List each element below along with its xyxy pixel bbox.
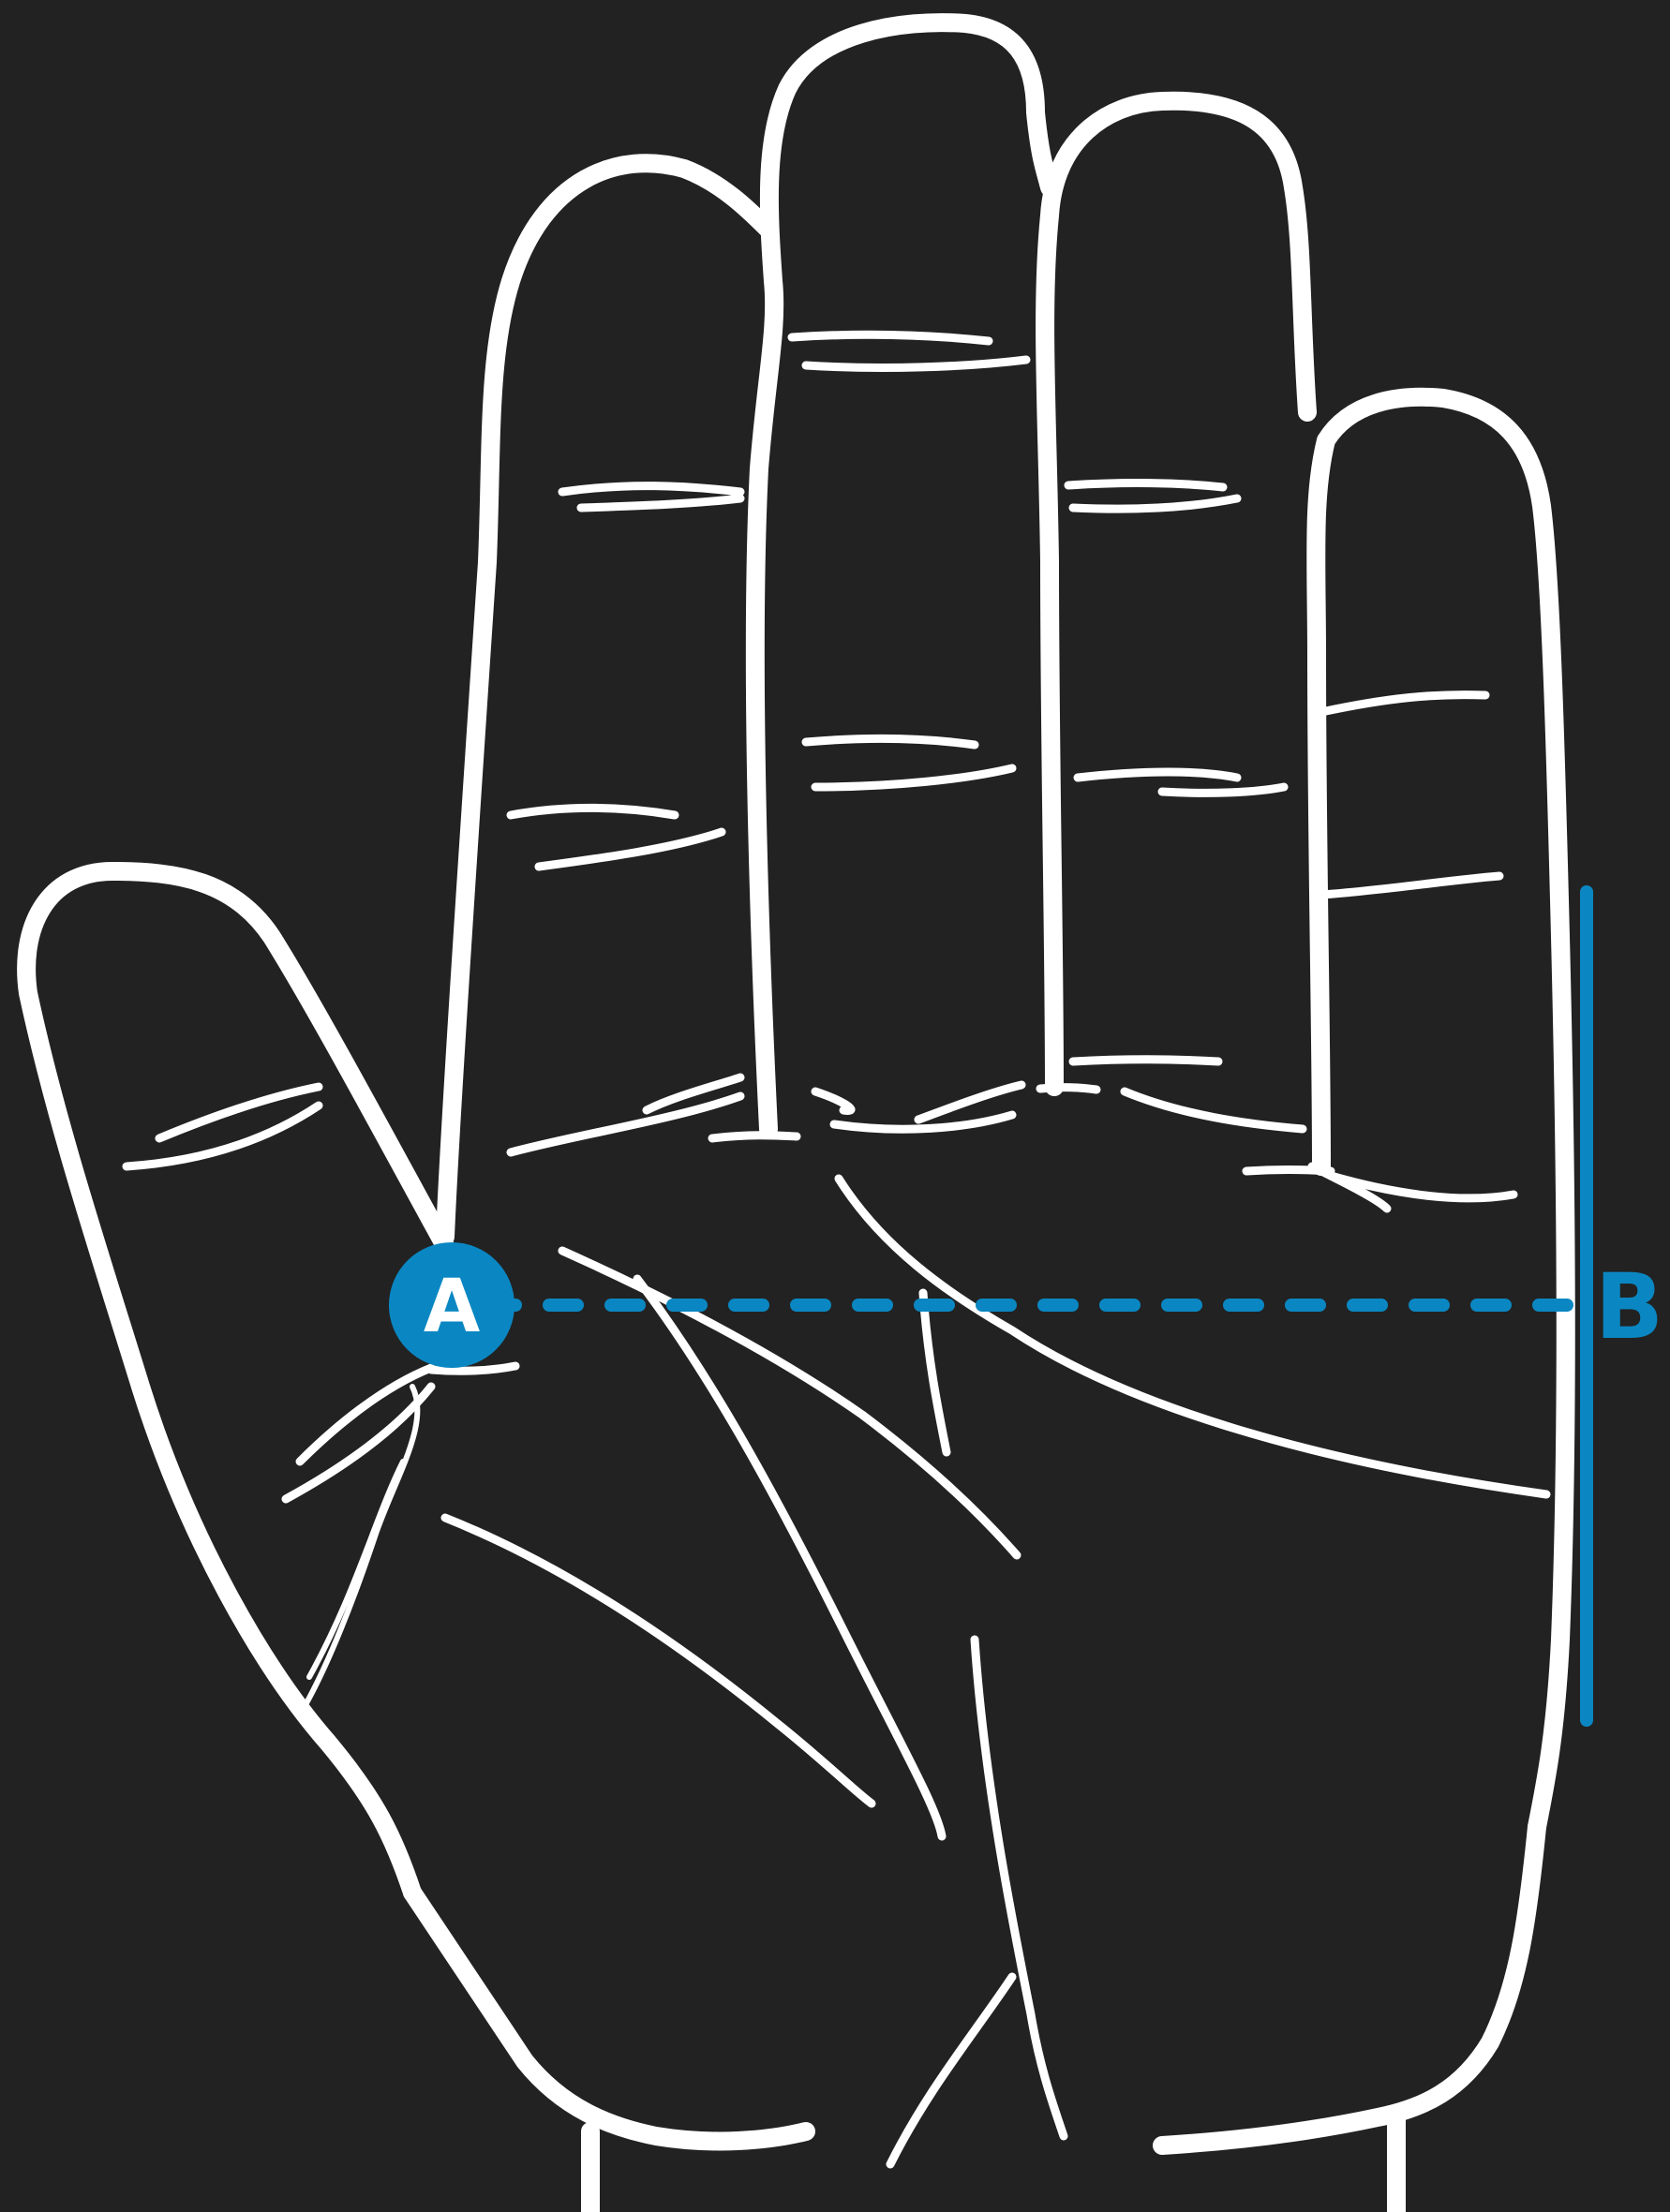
crease-ring-top-a (1068, 483, 1223, 487)
crease-thumb-a (159, 1087, 319, 1138)
palm-left-lower-outline (412, 1893, 806, 2141)
crease-ring-mid-a (1078, 772, 1237, 778)
thumb-web-crease-b (309, 1462, 403, 1677)
palm-top-creases (511, 1060, 1513, 1209)
crease-index-top-b (581, 498, 740, 508)
crease-ring-top-b (1073, 498, 1237, 509)
crease-base-middle-left (712, 1136, 797, 1138)
crease-middle-top-a (792, 334, 989, 341)
crease-index-mid-a (511, 809, 675, 816)
head-line (562, 1251, 1017, 1555)
crease-base-little-c (1331, 1176, 1513, 1198)
crease-index-top-a (562, 486, 740, 492)
crease-index-mid-b (539, 832, 722, 867)
little-finger-outline (1316, 397, 1566, 1827)
marker-b-label: B (1595, 1254, 1663, 1359)
crease-little-top (1321, 695, 1485, 712)
hand-outline (26, 22, 1566, 2212)
crease-base-ring-c (1125, 1091, 1303, 1129)
crease-base-ring (1040, 1088, 1096, 1090)
ring-finger-outline (1045, 101, 1307, 1087)
measurement-overlay: A B (389, 892, 1663, 1720)
crease-base-ring-b (1073, 1060, 1218, 1061)
palm-right-lower-outline (1162, 1827, 1537, 2145)
thumb-outline (26, 871, 445, 1893)
marker-a-label: A (424, 1265, 480, 1349)
crease-middle-top-b (806, 360, 1026, 367)
middle-finger-outline (755, 22, 1050, 1129)
fate-line (975, 1640, 1064, 2136)
head-line-branch (637, 1279, 942, 1836)
palm-mid-line (923, 1293, 947, 1452)
crease-base-middle (815, 1091, 851, 1110)
crease-middle-mid-a (806, 738, 975, 745)
index-finger-outline (445, 163, 768, 1237)
crease-middle-mid-b (815, 768, 1012, 787)
crease-ring-mid-b (1162, 787, 1284, 793)
fate-line-lower (890, 1977, 1012, 2164)
crease-base-index (511, 1096, 740, 1152)
crease-little-mid (1321, 876, 1499, 895)
